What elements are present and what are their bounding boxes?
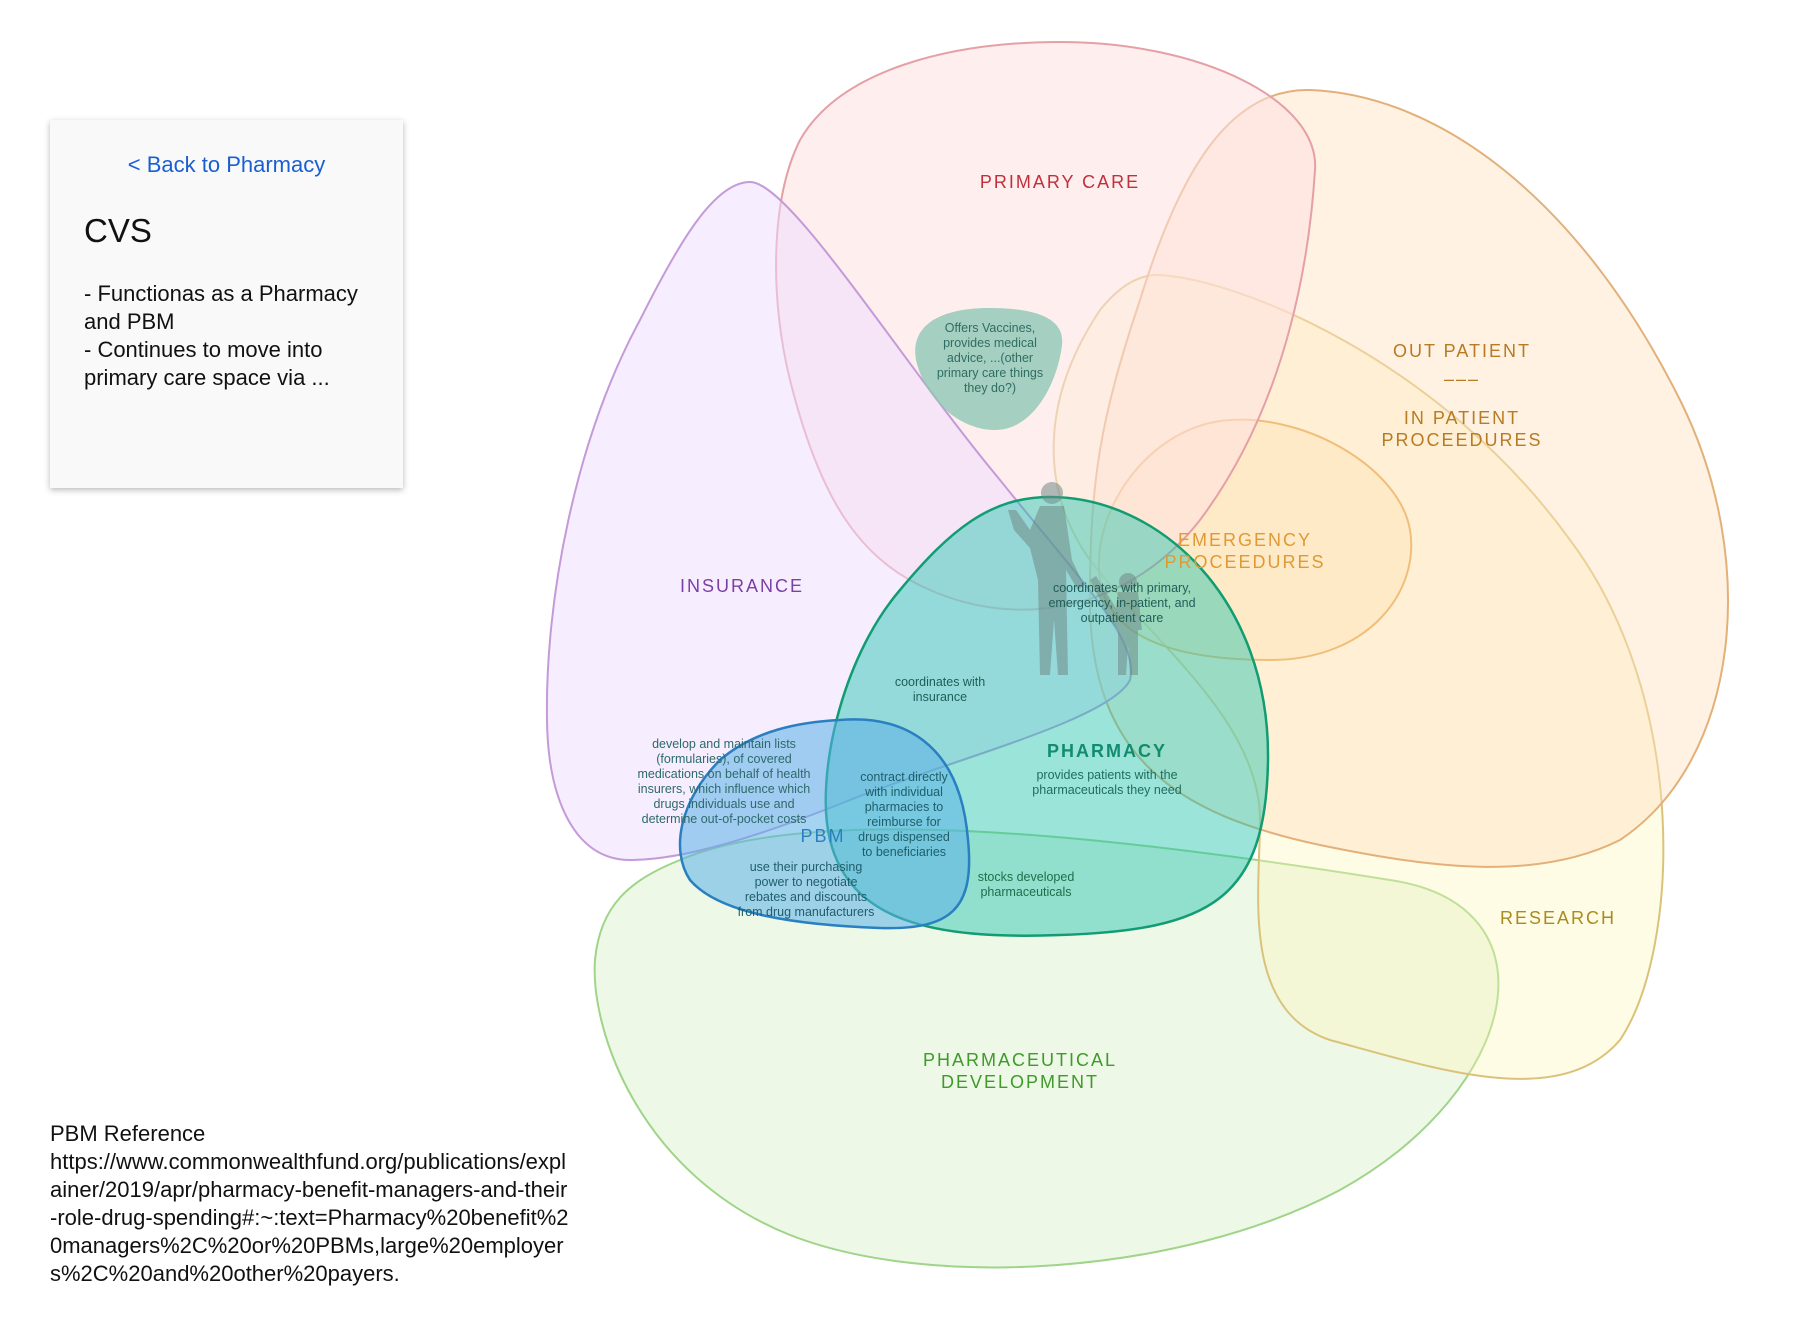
annotation-purchasing: use their purchasing power to negotiate … [738,860,875,919]
region-pharmaceutical-development[interactable] [593,828,1500,1269]
reference-url[interactable]: https://www.commonwealthfund.org/publica… [50,1149,569,1286]
svg-text:provides medical: provides medical [943,336,1037,350]
svg-text:determine out-of-pocket costs: determine out-of-pocket costs [642,812,807,826]
svg-text:they do?): they do?) [964,381,1016,395]
svg-text:Offers Vaccines,: Offers Vaccines, [945,321,1036,335]
svg-text:insurers, which influence whic: insurers, which influence which [638,782,810,796]
annotation-formularies: develop and maintain lists (formularies)… [637,737,810,826]
label-emergency: PROCEEDURES [1164,552,1325,572]
label-out-patient: OUT PATIENT [1393,341,1531,361]
svg-text:to beneficiaries: to beneficiaries [862,845,946,859]
svg-text:drugs dispensed: drugs dispensed [858,830,950,844]
svg-text:stocks developed: stocks developed [978,870,1075,884]
svg-text:rebates and discounts: rebates and discounts [745,890,867,904]
family-silhouette-icon [1008,482,1142,675]
svg-text:drugs individuals use and: drugs individuals use and [653,797,794,811]
svg-text:coordinates with primary,: coordinates with primary, [1053,581,1191,595]
svg-text:(formularies), of covered: (formularies), of covered [656,752,792,766]
label-in-patient: IN PATIENT [1404,408,1520,428]
svg-text:outpatient care: outpatient care [1081,611,1164,625]
region-pbm[interactable] [678,718,971,930]
info-card: < Back to Pharmacy CVS - Functionas as a… [50,120,403,488]
annotation-vaccines: Offers Vaccines, provides medical advice… [937,321,1043,395]
svg-text:emergency, in-patient, and: emergency, in-patient, and [1048,596,1195,610]
annotation-contract: contract directly with individual pharma… [858,770,950,859]
label-pharma-dev: PHARMACEUTICAL [923,1050,1117,1070]
vaccines-blob [915,308,1063,430]
annotation-coordinates-insurance: coordinates with insurance [895,675,985,704]
svg-text:with individual: with individual [864,785,943,799]
svg-text:provides patients with the: provides patients with the [1036,768,1177,782]
annotation-stocks: stocks developed pharmaceuticals [978,870,1075,899]
card-note: - Functionas as a Pharmacy and PBM [84,281,358,334]
label-in-patient: PROCEEDURES [1381,430,1542,450]
svg-text:reimburse for: reimburse for [867,815,941,829]
label-pharma-dev: DEVELOPMENT [941,1072,1099,1092]
svg-text:pharmaceuticals: pharmaceuticals [980,885,1071,899]
annotation-coordinates-care: coordinates with primary, emergency, in-… [1048,581,1195,625]
card-notes: - Functionas as a Pharmacy and PBM - Con… [84,280,384,392]
back-to-pharmacy-link[interactable]: < Back to Pharmacy [127,152,326,177]
svg-text:power to negotiate: power to negotiate [755,875,858,889]
svg-text:develop and maintain lists: develop and maintain lists [652,737,796,751]
label-pbm: PBM [800,826,845,846]
annotation-provides: provides patients with the pharmaceutica… [1032,768,1181,797]
svg-text:use their purchasing: use their purchasing [750,860,863,874]
label-emergency: EMERGENCY [1178,530,1312,550]
svg-text:coordinates with: coordinates with [895,675,985,689]
label-pharmacy: PHARMACY [1047,741,1167,761]
svg-text:pharmaceuticals they need: pharmaceuticals they need [1032,783,1181,797]
label-primary-care: PRIMARY CARE [980,172,1140,192]
pbm-reference: PBM Reference https://www.commonwealthfu… [50,1120,570,1288]
label-research: RESEARCH [1500,908,1616,928]
card-title: CVS [84,212,152,249]
card-note: - Continues to move into primary care sp… [84,337,330,390]
svg-text:medications on behalf of healt: medications on behalf of health [637,767,810,781]
reference-heading: PBM Reference [50,1121,206,1146]
svg-text:from drug manufacturers: from drug manufacturers [738,905,875,919]
svg-text:advice, ...(other: advice, ...(other [947,351,1033,365]
svg-text:insurance: insurance [913,690,967,704]
svg-text:contract directly: contract directly [860,770,948,784]
svg-text:pharmacies to: pharmacies to [865,800,944,814]
label-insurance: INSURANCE [680,576,804,596]
label-separator: ––– [1444,369,1480,389]
svg-text:primary care things: primary care things [937,366,1043,380]
